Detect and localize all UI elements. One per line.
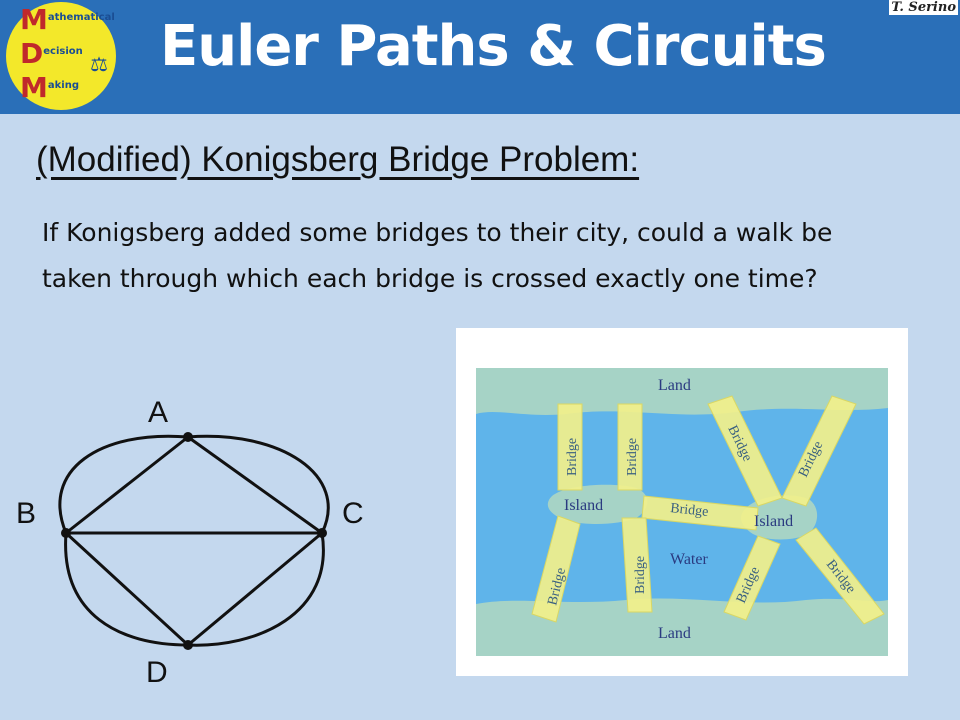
konigsberg-map: Land Land Island Island Water Bridge Bri…	[476, 368, 888, 656]
bridge-2	[617, 403, 643, 491]
vertex-d-dot	[183, 640, 193, 650]
mdm-logo: Mathematical Decision Making ⚖	[6, 2, 116, 110]
graph-diagram: A B C D	[16, 396, 364, 689]
edge-cd-curved	[187, 532, 325, 647]
bridge-5-label: Bridge	[670, 501, 709, 520]
vertex-d-label: D	[146, 656, 168, 689]
bridge-9	[795, 527, 885, 625]
island-right-label: Island	[754, 513, 793, 530]
edge-ab	[65, 435, 189, 535]
edge-bd-straight	[64, 531, 190, 647]
land-bottom	[476, 598, 888, 656]
bridge-5	[641, 495, 759, 531]
logo-row-3: Making	[20, 71, 79, 104]
vertex-c-label: C	[342, 497, 364, 530]
island-right	[741, 495, 818, 540]
author-tag: T. Serino	[889, 0, 958, 15]
bridge-1-label: Bridge	[565, 438, 580, 476]
konigsberg-map-frame: Land Land Island Island Water Bridge Bri…	[456, 328, 908, 676]
scale-icon: ⚖	[90, 52, 108, 76]
header-bar: Mathematical Decision Making ⚖ Euler Pat…	[0, 0, 960, 114]
land-bottom-label: Land	[658, 625, 691, 642]
vertex-a-label: A	[148, 396, 168, 429]
edge-ac	[187, 435, 323, 535]
edge-cd-straight	[187, 531, 323, 647]
water-label: Water	[670, 551, 708, 568]
bridge-4	[781, 395, 857, 507]
vertex-b-label: B	[16, 497, 36, 530]
island-left-label: Island	[564, 497, 603, 514]
island-left	[547, 484, 648, 524]
land-top	[476, 368, 888, 415]
bridge-6	[531, 515, 581, 623]
edge-ab-curved	[58, 434, 189, 534]
edge-ac-curved	[187, 434, 330, 534]
page-title: Euler Paths & Circuits	[160, 14, 827, 79]
land-top-label: Land	[658, 377, 691, 394]
slide-subtitle: (Modified) Konigsberg Bridge Problem:	[36, 140, 640, 179]
question-text: If Konigsberg added some bridges to thei…	[42, 218, 833, 293]
logo-row-1: Mathematical	[20, 3, 115, 36]
vertex-a-dot	[183, 432, 193, 442]
bridge-2-label: Bridge	[625, 438, 640, 476]
logo-row-2: Decision	[20, 37, 83, 70]
bridge-7	[621, 517, 653, 613]
vertex-c-dot	[317, 528, 327, 538]
edge-bd-curved	[64, 532, 189, 647]
bridge-7-label: Bridge	[633, 556, 648, 594]
bridge-1	[557, 403, 583, 491]
bridge-8	[723, 535, 781, 621]
vertex-b-dot	[61, 528, 71, 538]
